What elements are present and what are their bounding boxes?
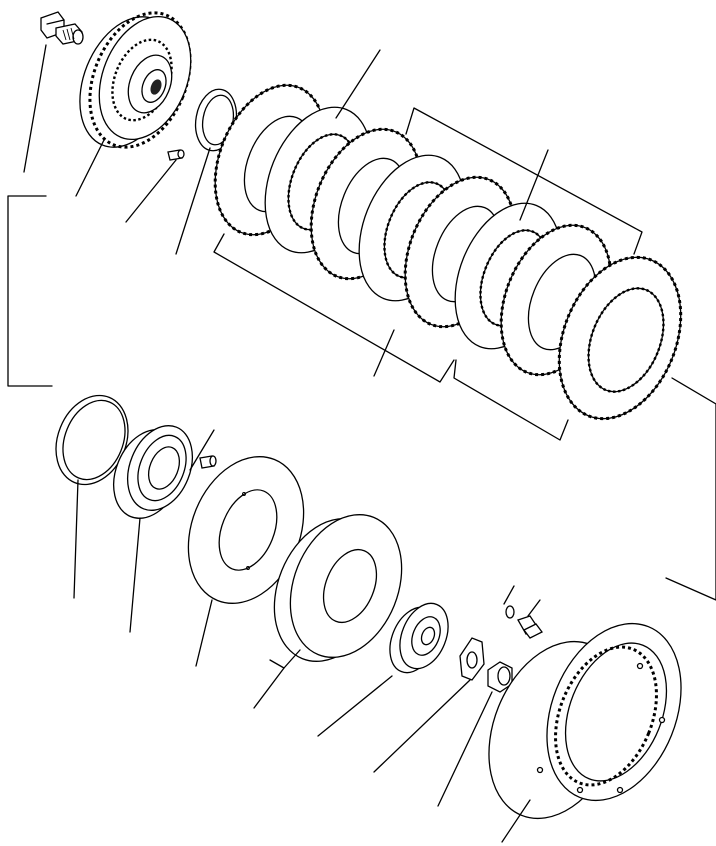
spring-retainer-part: [389, 602, 449, 674]
clutch-disc-pack-part: [213, 83, 683, 421]
pressure-plate-part: [187, 456, 305, 604]
clutch-hub-gear-part: [79, 11, 192, 149]
dowel-pin-top-part: [167, 149, 185, 161]
disc-8: [557, 255, 683, 421]
bolt-mid-part: [517, 615, 543, 639]
leader-lines: [7, 44, 716, 843]
washer-part: [505, 605, 515, 619]
piston-part: [113, 425, 193, 519]
snap-ring-large-part: [55, 394, 129, 486]
dowel-pin-mid-part: [199, 455, 217, 469]
ring-gear-housing-part: [488, 622, 682, 820]
bolt-top-part: [40, 11, 84, 45]
lock-plate-part: [459, 637, 485, 681]
nut-part: [487, 661, 513, 693]
spring-plate-part: [273, 514, 403, 662]
